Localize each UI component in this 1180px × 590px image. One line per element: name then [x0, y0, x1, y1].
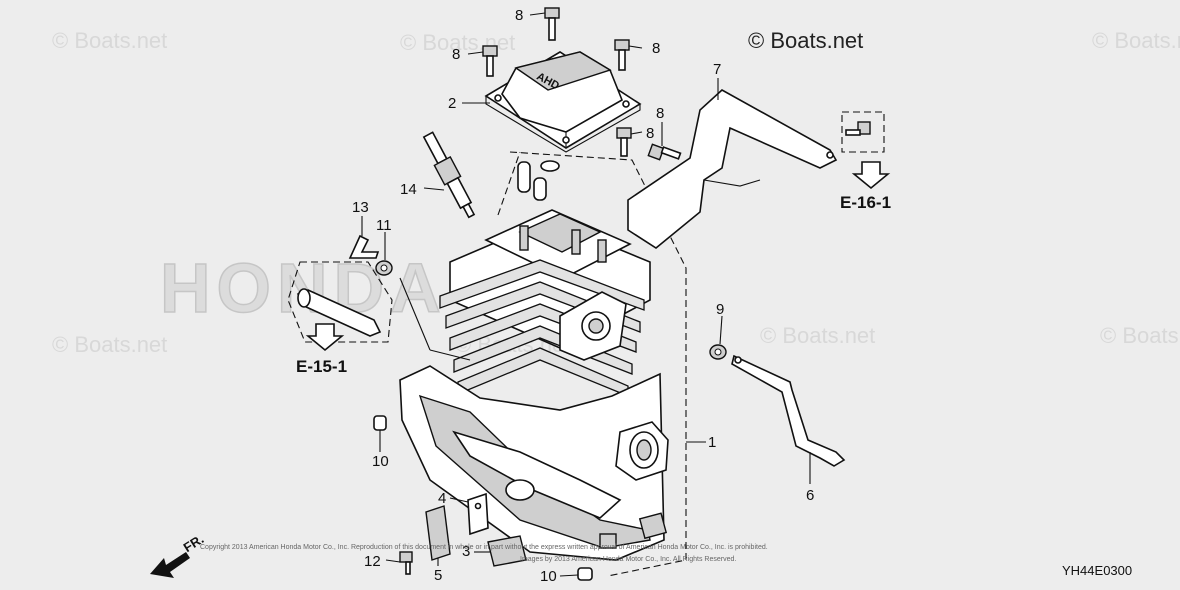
breather-tube-part — [296, 288, 382, 337]
callout-8-top: 8 — [515, 7, 523, 24]
clip-and-seal-parts — [348, 234, 393, 276]
callout-8-shroud: 8 — [656, 105, 664, 122]
reference-e15: E-15-1 — [296, 323, 347, 376]
assembly-outline-dashes — [287, 111, 885, 577]
callout-10-left: 10 — [372, 453, 389, 470]
watermark-text: © Boats.net — [1100, 323, 1180, 348]
callout-number-labels: 8 8 8 8 8 2 7 14 13 11 9 6 1 10 10 4 5 1… — [352, 7, 814, 585]
reference-e15-label: E-15-1 — [296, 357, 347, 376]
callout-2: 2 — [448, 95, 456, 112]
ghost-brand-lettering: HONDA — [160, 249, 447, 327]
watermark-text: © Boats.net — [52, 28, 167, 53]
callout-13: 13 — [352, 199, 369, 216]
callout-9: 9 — [716, 301, 724, 318]
watermark-text: © Boats.net — [1092, 28, 1180, 53]
copyright-line-2: Images by 2013 American Honda Motor Co.,… — [520, 556, 736, 563]
watermark-text: © Boats.net — [760, 323, 875, 348]
reference-e16: E-16-1 — [840, 161, 891, 212]
front-direction-arrow: FR. — [150, 531, 206, 578]
head-cover-part: AHD — [484, 51, 642, 153]
callout-8-left: 8 — [452, 46, 460, 63]
rod-part — [731, 354, 846, 467]
watermark-text: © Boats.net — [52, 332, 167, 357]
callout-7: 7 — [713, 61, 721, 78]
callout-4: 4 — [438, 490, 446, 507]
diagram-code: YH44E0300 — [1062, 563, 1132, 578]
callout-6: 6 — [806, 487, 814, 504]
callout-11: 11 — [376, 217, 392, 234]
callout-10-bottom: 10 — [540, 568, 557, 585]
callout-5: 5 — [434, 567, 442, 584]
valve-components — [517, 160, 560, 201]
copyright-line-1: Copyright 2013 American Honda Motor Co.,… — [200, 544, 768, 551]
spark-plug-part — [422, 131, 476, 219]
bolt-e16 — [845, 121, 871, 136]
washer-part — [709, 344, 727, 360]
callout-3: 3 — [462, 543, 470, 560]
bolt-lower — [616, 127, 632, 157]
bolt-left — [482, 45, 498, 77]
callout-1: 1 — [708, 434, 716, 451]
bolt-right — [614, 39, 630, 71]
brand-text: © Boats.net — [748, 28, 863, 53]
bolt-top — [544, 7, 560, 41]
shroud-bracket-part — [627, 89, 838, 249]
callout-8-lower: 8 — [646, 125, 654, 142]
bolt-shroud — [647, 143, 682, 161]
reference-e16-label: E-16-1 — [840, 193, 891, 212]
callout-leader-lines — [361, 12, 811, 577]
callout-12: 12 — [364, 553, 381, 570]
callout-14: 14 — [400, 181, 417, 198]
cylinder-block-part — [399, 209, 669, 561]
callout-8-right: 8 — [652, 40, 660, 57]
small-hardware-parts — [399, 492, 527, 575]
